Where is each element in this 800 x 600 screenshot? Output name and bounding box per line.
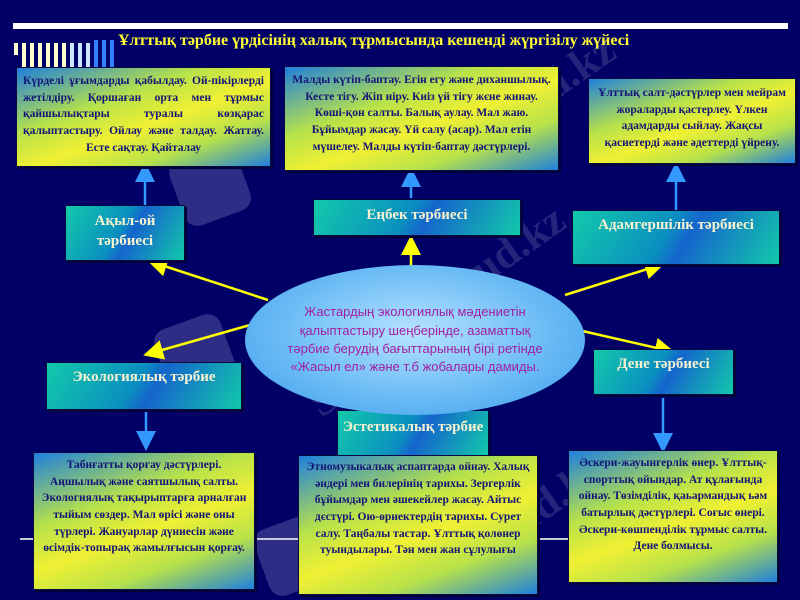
physical-description-box: Әскери-жауынгерлік өнер. Ұлттық-спорттық… (568, 450, 778, 583)
aesthetic-description-box: Этномузыкалық аспаптарда ойнау. Халық ән… (298, 455, 538, 595)
moral-description: Ұлттық салт-дәстүрлер мен мейрам жоралар… (598, 87, 786, 150)
physical-education-label: Дене тәрбиесі (593, 349, 734, 395)
separator-line (20, 538, 34, 540)
moral-education-label: Адамгершілік тәрбиесі (572, 210, 780, 265)
mental-education-label: Ақыл-ой тәрбиесі (65, 205, 185, 261)
central-idea-ellipse: Жастардың экологиялық мәдениетін қалыпта… (245, 265, 585, 415)
labor-description: Малды күтіп-баптау. Егін егу және диханш… (292, 74, 551, 153)
ecological-description: Табиғатты қорғау дәстүрлері. Аңшылық жән… (41, 459, 247, 555)
stripe-decoration (14, 40, 114, 67)
aesthetic-education-label: Эстетикалық тәрбие (337, 410, 489, 456)
moral-description-box: Ұлттық салт-дәстүрлер мен мейрам жоралар… (588, 78, 796, 164)
mental-description-box: Күрделі ұғымдарды қабылдау. Ой-пікірлерд… (16, 67, 271, 167)
top-rule-long (13, 23, 788, 29)
ecological-description-box: Табиғатты қорғау дәстүрлері. Аңшылық жән… (33, 452, 255, 590)
labor-education-label: Еңбек тәрбиесі (313, 199, 521, 236)
aesthetic-description: Этномузыкалық аспаптарда ойнау. Халық ән… (306, 461, 530, 557)
central-idea-text: Жастардың экологиялық мәдениетін қалыпта… (287, 304, 543, 375)
mental-description: Күрделі ұғымдарды қабылдау. Ой-пікірлерд… (23, 75, 264, 154)
labor-description-box: Малды күтіп-баптау. Егін егу және диханш… (284, 66, 559, 171)
separator-line (535, 538, 570, 540)
ecological-education-label: Экологиялық тәрбие (46, 362, 242, 410)
physical-description: Әскери-жауынгерлік өнер. Ұлттық-спорттық… (578, 457, 768, 553)
diagram-title: Ұлттық тәрбие үрдісінің халық тұрмысында… (118, 32, 630, 49)
separator-line (256, 538, 300, 540)
